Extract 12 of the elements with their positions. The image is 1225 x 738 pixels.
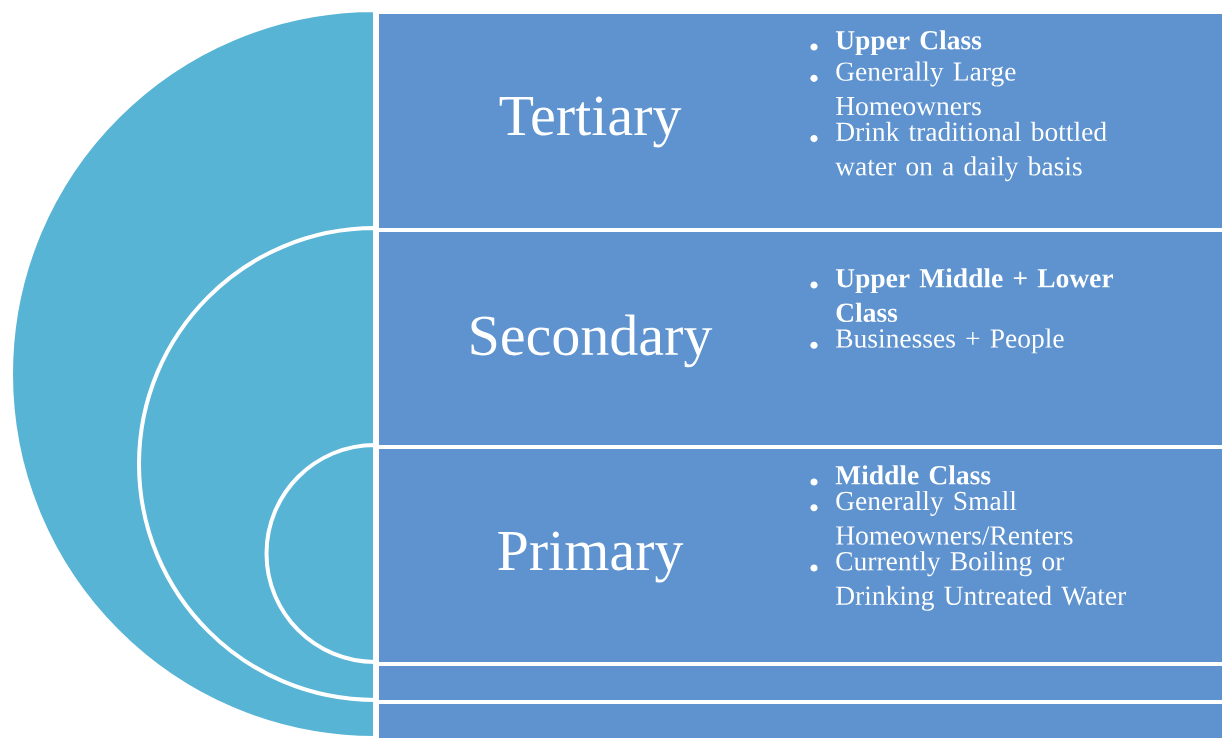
node-label: Tertiary [499, 96, 682, 148]
node-label: Upper Middle + Lower Class [835, 268, 1114, 323]
node-label: Currently Boiling or Drinking Untreated Water [836, 551, 1127, 611]
band [264, 443, 1225, 666]
node-label: Upper Class [835, 30, 982, 56]
node-label: Middle Class [835, 465, 991, 485]
node-label: Businesses + People [836, 328, 1064, 354]
node-label: Generally Large Homeowners [836, 61, 1016, 116]
node-label: Primary [498, 531, 684, 583]
node-label: Drink traditional bottled water on a daily basis [835, 121, 1107, 182]
node-label: Generally Small Homeowners/Renters [836, 490, 1073, 545]
node-label: Secondary [471, 314, 713, 368]
